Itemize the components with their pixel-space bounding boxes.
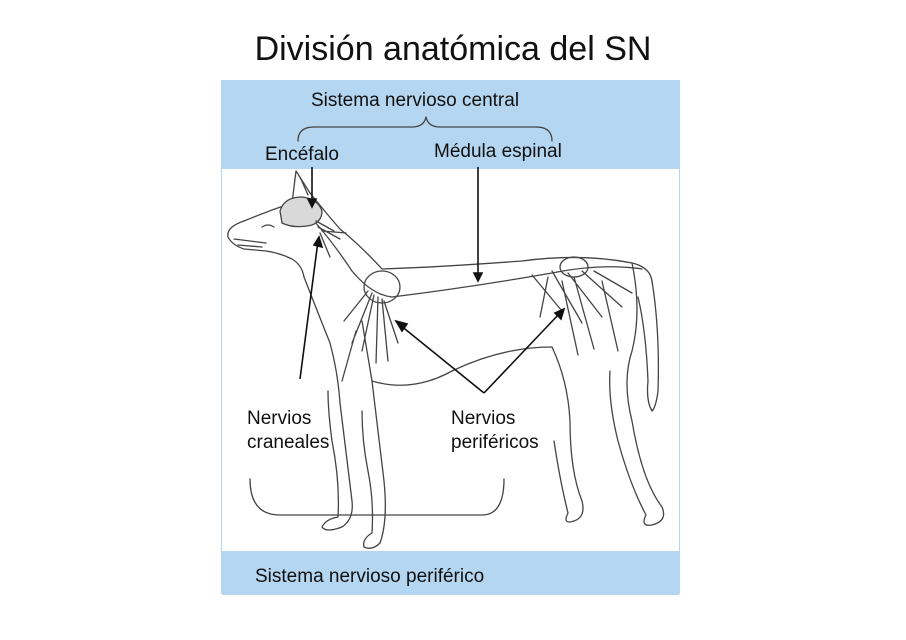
- dog-tail: [637, 280, 660, 412]
- brain-arrow-head: [306, 198, 318, 209]
- spinal-cord: [313, 220, 643, 298]
- lumbosacral-plexus: [559, 256, 589, 278]
- spinal-cord-label: Médula espinal: [434, 141, 562, 162]
- brain: [279, 196, 323, 228]
- peripheral-system-label: Sistema nervioso periférico: [255, 566, 485, 587]
- dog-ear-inner: [299, 176, 309, 196]
- dog-back: [309, 192, 653, 282]
- cranial-nerves-label: Nervios craneales: [247, 407, 329, 455]
- brain-label: Encéfalo: [265, 144, 339, 165]
- page-title: División anatómica del SN: [254, 30, 652, 68]
- peripheral-nerves-arrow-left-head: [394, 319, 409, 333]
- dog-nervous-system-illustration: [227, 116, 665, 549]
- peripheral-nerves-label: Nervios periféricos: [451, 407, 539, 455]
- central-system-brace: [297, 116, 553, 142]
- hind-peripheral-nerves: [531, 270, 633, 356]
- dog-front-leg-right: [361, 380, 386, 549]
- cranial-nerves-label-line2: craneales: [247, 432, 330, 453]
- central-system-band: [222, 81, 679, 169]
- peripheral-system-band: [222, 551, 679, 595]
- dog-hind-leg-right: [609, 262, 665, 526]
- dog-jaw: [233, 238, 267, 248]
- dog-eye: [261, 224, 275, 228]
- peripheral-nerves-arrow-right-line: [483, 312, 561, 394]
- central-system-label: Sistema nervioso central: [311, 90, 520, 111]
- peripheral-system-brace: [249, 478, 505, 516]
- peripheral-nerves-label-line2: periféricos: [451, 432, 539, 453]
- cranial-nerves-arrow-head: [312, 235, 324, 249]
- diagram-panel: Sistema nervioso central Encéfalo Médula…: [221, 80, 680, 595]
- peripheral-nerves-label-line1: Nervios: [451, 408, 516, 429]
- dog-belly: [371, 346, 553, 386]
- dog-neck-front: [303, 276, 341, 404]
- cranial-nerves-label-line1: Nervios: [247, 408, 312, 429]
- dog-ear: [291, 170, 311, 204]
- dog-head: [227, 202, 305, 278]
- cranial-nerve-lines: [315, 220, 347, 258]
- peripheral-nerves-arrow-right-head: [553, 307, 566, 321]
- dog-front-leg-left: [321, 390, 353, 531]
- peripheral-nerves-arrow-left-line: [399, 324, 485, 394]
- front-peripheral-nerves: [341, 290, 399, 382]
- spinal-cord-arrow-head: [472, 272, 484, 283]
- cranial-nerves-arrow-line: [299, 240, 319, 380]
- dog-hind-leg-left: [551, 346, 584, 523]
